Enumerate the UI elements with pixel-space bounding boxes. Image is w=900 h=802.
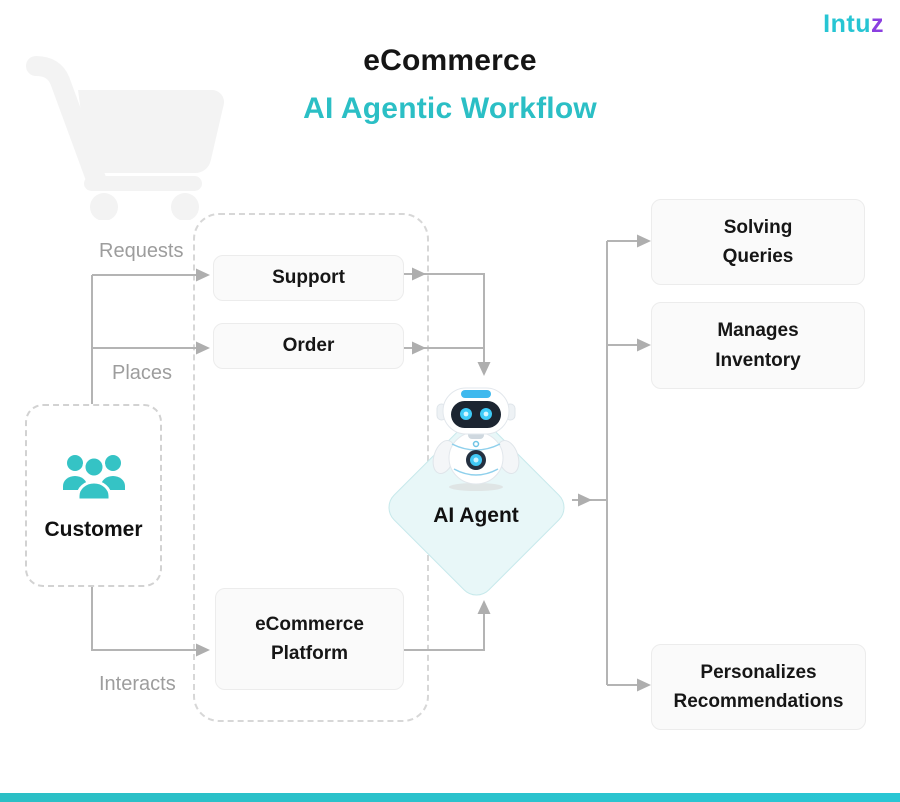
people-group-icon	[62, 454, 125, 501]
platform-label-line2: Platform	[270, 643, 349, 664]
page-title: eCommerce	[363, 44, 537, 77]
output-label-line1: Personalizes	[700, 661, 817, 683]
support-node: Support	[213, 255, 404, 301]
order-node: Order	[213, 323, 404, 369]
output-label-line2: Recommendations	[673, 691, 844, 712]
intuz-logo: Intuz	[823, 10, 884, 39]
customer-label: Customer	[44, 517, 143, 541]
logo-text-accent: z	[871, 10, 884, 38]
robot-icon	[432, 387, 520, 491]
order-label: Order	[282, 335, 335, 357]
edge-label-requests: Requests	[99, 240, 184, 262]
output-label-line2: Inventory	[715, 349, 801, 371]
page-subtitle: AI Agentic Workflow	[303, 92, 597, 125]
connector-agent-to-outputs	[572, 234, 651, 692]
shopping-cart-watermark-icon	[26, 56, 225, 220]
output-manages-inventory: Manages Inventory	[651, 302, 865, 389]
output-personalizes-recommendations: Personalizes Recommendations	[651, 644, 866, 730]
output-solving-queries: Solving Queries	[651, 199, 865, 285]
logo-text-main: Intu	[823, 10, 871, 38]
output-label-line1: Manages	[717, 320, 799, 342]
ecommerce-platform-node: eCommerce Platform	[215, 588, 404, 690]
customer-node: Customer	[25, 404, 162, 587]
platform-label-line1: eCommerce	[255, 613, 364, 635]
output-label-line2: Queries	[722, 246, 794, 267]
edge-label-interacts: Interacts	[99, 673, 176, 695]
output-label-line1: Solving	[723, 216, 793, 238]
bottom-accent-bar	[0, 793, 900, 802]
ai-agent-label: AI Agent	[433, 504, 519, 527]
edge-label-places: Places	[112, 362, 173, 384]
support-label: Support	[272, 267, 345, 289]
